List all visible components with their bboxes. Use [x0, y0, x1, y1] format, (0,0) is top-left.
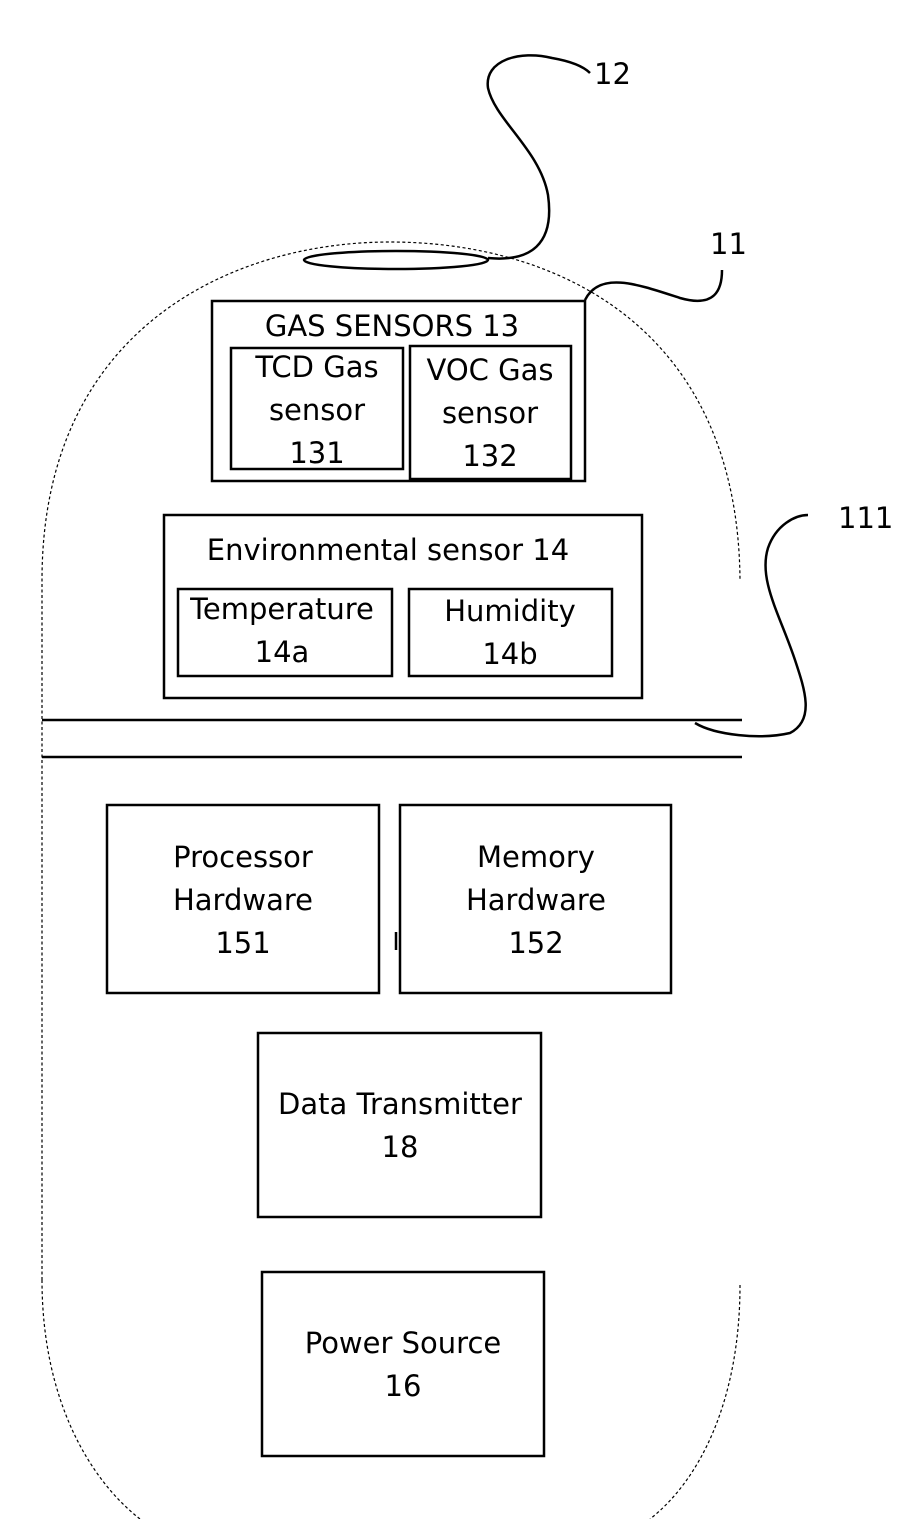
processor-line-1: Processor [173, 840, 313, 874]
memory-line-1: Memory [477, 840, 595, 874]
memory-line-2: Hardware [466, 883, 606, 917]
data-transmitter-line-2: 18 [382, 1130, 419, 1164]
data-transmitter-line-1: Data Transmitter [278, 1087, 522, 1121]
environmental-sensor-title: Environmental sensor 14 [207, 533, 569, 567]
tcd-sensor-line-3: 131 [289, 436, 344, 470]
voc-sensor-line-2: sensor [442, 396, 538, 430]
divider-leader [695, 515, 808, 736]
housing-outline [42, 242, 740, 1280]
data-transmitter-box [258, 1033, 541, 1217]
voc-sensor-line-3: 132 [462, 439, 517, 473]
housing-ref-label: 11 [710, 227, 747, 261]
gas-sensors-title: GAS SENSORS 13 [265, 309, 519, 343]
housing-outline-bottom-left [42, 1280, 140, 1519]
antenna-ref-label: 12 [594, 57, 631, 91]
temperature-line-2: 14a [255, 635, 310, 669]
voc-sensor-line-1: VOC Gas [427, 353, 554, 387]
memory-line-3: 152 [508, 926, 563, 960]
antenna-ring [304, 251, 488, 269]
power-source-line-2: 16 [385, 1369, 422, 1403]
humidity-line-2: 14b [482, 637, 537, 671]
tcd-sensor-line-2: sensor [269, 393, 365, 427]
temperature-line-1: Temperature [189, 592, 374, 626]
humidity-line-1: Humidity [444, 594, 576, 628]
tcd-sensor-line-1: TCD Gas [254, 350, 378, 384]
processor-line-3: 151 [215, 926, 270, 960]
antenna-lead [488, 55, 590, 258]
power-source-line-1: Power Source [305, 1326, 502, 1360]
housing-outline-bottom-right [650, 1285, 740, 1519]
power-source-box [262, 1272, 544, 1456]
divider-ref-label: 111 [838, 501, 893, 535]
processor-line-2: Hardware [173, 883, 313, 917]
housing-leader [585, 270, 722, 301]
